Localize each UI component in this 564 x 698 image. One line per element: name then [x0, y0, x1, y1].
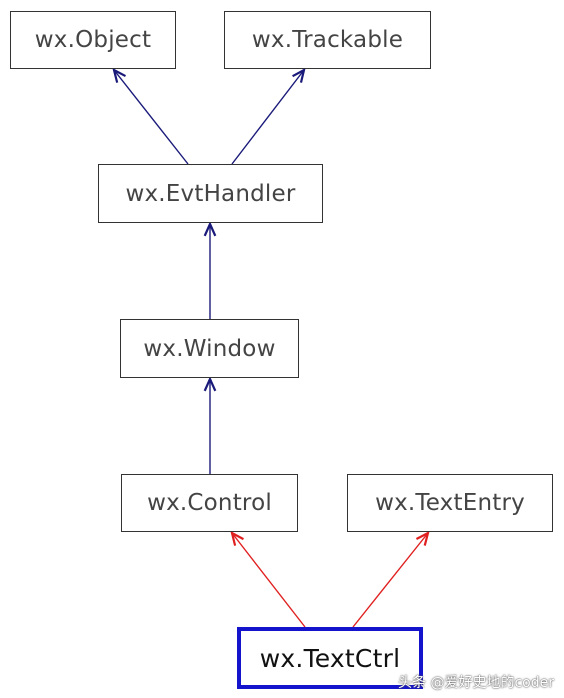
- edge-control-to-window: [203, 376, 217, 474]
- node-wx-textctrl: wx.TextCtrl: [237, 627, 423, 689]
- node-wx-window: wx.Window: [120, 319, 299, 378]
- edge-evthandler-to-object: [112, 67, 189, 165]
- watermark: 头条 @爱好史地的coder: [398, 675, 554, 691]
- node-label: wx.EvtHandler: [125, 180, 296, 207]
- node-wx-textentry: wx.TextEntry: [347, 474, 553, 532]
- arrowhead-icon: [292, 67, 306, 83]
- arrowhead-icon: [415, 530, 430, 546]
- node-label: wx.TextCtrl: [259, 643, 401, 673]
- edge-line: [352, 532, 429, 628]
- edge-line: [231, 532, 306, 628]
- arrowhead-icon: [230, 530, 244, 546]
- edge-line: [231, 69, 305, 165]
- node-label: wx.Control: [147, 490, 272, 516]
- edge-evthandler-to-trackable: [231, 67, 306, 165]
- edge-textctrl-to-textentry: [352, 530, 430, 628]
- node-wx-object: wx.Object: [10, 11, 176, 69]
- arrowhead-icon: [112, 67, 127, 83]
- edge-window-to-evthandler: [203, 221, 217, 319]
- node-wx-control: wx.Control: [121, 474, 298, 532]
- edge-textctrl-to-control: [230, 530, 306, 628]
- node-label: wx.Window: [143, 335, 276, 362]
- node-label: wx.Trackable: [251, 27, 404, 53]
- arrowhead-icon: [203, 376, 217, 392]
- node-label: wx.TextEntry: [375, 490, 525, 516]
- node-wx-evthandler: wx.EvtHandler: [98, 164, 323, 223]
- node-wx-trackable: wx.Trackable: [224, 11, 431, 69]
- arrowhead-icon: [203, 221, 217, 237]
- node-label: wx.Object: [34, 27, 152, 53]
- edge-line: [113, 69, 189, 165]
